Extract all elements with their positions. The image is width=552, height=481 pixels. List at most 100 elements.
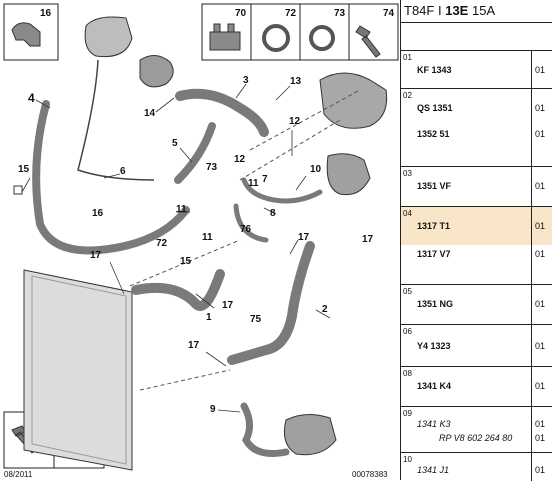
part-row-01[interactable]: 01 KF 1343 01 xyxy=(401,50,552,89)
callout-6[interactable]: 6 xyxy=(120,166,126,177)
hose-4 xyxy=(32,100,190,255)
header-code-1: T84F xyxy=(404,3,435,18)
hose-1 xyxy=(131,269,225,311)
footer-date: 08/2011 xyxy=(4,470,33,479)
part-ref: Y4 1323 xyxy=(417,341,451,351)
part-row-06[interactable]: 06 Y4 1323 01 xyxy=(401,324,552,367)
callout-73[interactable]: 72 xyxy=(156,238,168,249)
callout-16[interactable]: 15 xyxy=(18,164,30,175)
part-ref: 1341 K3 xyxy=(417,419,451,429)
hose-clamp-72-part xyxy=(262,24,290,52)
part-ref: 1351 VF xyxy=(417,181,452,191)
part-qty: 01 xyxy=(535,181,546,191)
pipe-7 xyxy=(241,177,323,204)
part-qty: 01 xyxy=(535,221,546,231)
header-code-3: 15A xyxy=(471,3,496,18)
part-ref: RP V8 602 264 80 xyxy=(439,433,513,443)
hose-9 xyxy=(240,402,290,457)
callout-11a[interactable]: 11 xyxy=(176,204,187,215)
callout-74[interactable]: 73 xyxy=(206,162,218,173)
header-sep: I xyxy=(437,3,442,18)
callout-2[interactable]: 2 xyxy=(322,304,328,315)
clip-70-part xyxy=(209,23,241,51)
part-row-10[interactable]: 10 1341 J1 01 xyxy=(401,452,552,481)
callout-5[interactable]: 5 xyxy=(172,138,178,149)
part-qty: 01 xyxy=(535,465,546,475)
hose-3 xyxy=(175,88,269,137)
hose-6 xyxy=(77,59,155,181)
callout-72d[interactable]: 17 xyxy=(188,340,200,351)
part-row-08[interactable]: 08 1341 K4 01 xyxy=(401,366,552,407)
part-qty: 01 xyxy=(535,65,546,75)
callout-17[interactable]: 17 xyxy=(298,232,310,243)
callout-12a[interactable]: 12 xyxy=(289,116,301,127)
box-70-label: 70 xyxy=(235,8,247,19)
leader-lines xyxy=(21,83,331,413)
part-row-02[interactable]: 02 QS 1351 01 1352 51 01 xyxy=(401,88,552,167)
footer-code: 00078383 xyxy=(352,470,388,479)
callout-3[interactable]: 3 xyxy=(243,75,249,86)
water-pump-part xyxy=(139,55,174,88)
exploded-parts-diagram: 16 70 72 73 74 75 76 xyxy=(3,3,399,479)
header-code-2: 13E xyxy=(445,3,469,18)
part-qty: 01 xyxy=(535,249,546,259)
callout-72b[interactable]: 17 xyxy=(90,250,102,261)
part-row-05[interactable]: 05 1351 NG 01 xyxy=(401,284,552,325)
callout-8[interactable]: 8 xyxy=(270,208,276,219)
part-ref: 1317 V7 xyxy=(417,249,451,259)
expansion-tank-part xyxy=(84,16,133,58)
callout-12b[interactable]: 12 xyxy=(234,154,246,165)
diagram-canvas: 16 70 72 73 74 75 76 xyxy=(3,3,399,479)
turbo-part xyxy=(319,72,388,129)
box-16-label: 16 xyxy=(40,8,52,19)
callout-14[interactable]: 14 xyxy=(144,108,156,119)
part-ref: 1352 51 xyxy=(417,129,450,139)
screw-74-part xyxy=(355,25,381,58)
ref-16-square xyxy=(13,185,23,195)
egr-cooler-part xyxy=(283,414,337,456)
callout-1[interactable]: 1 xyxy=(206,312,212,323)
part-row-03[interactable]: 03 1351 VF 01 xyxy=(401,166,552,207)
parts-list-panel: T84F I 13E 15A 01 KF 1343 01 02 QS 1351 … xyxy=(400,0,552,481)
callout-15[interactable]: 15 xyxy=(180,256,192,267)
dashed-guides xyxy=(129,89,361,391)
part-qty: 01 xyxy=(535,299,546,309)
callout-72a[interactable]: 17 xyxy=(362,234,374,245)
part-qty: 01 xyxy=(535,433,546,443)
callout-13[interactable]: 13 xyxy=(290,76,302,87)
part-ref: QS 1351 xyxy=(417,103,453,113)
part-qty: 01 xyxy=(535,103,546,113)
part-ref: 1351 NG xyxy=(417,299,454,309)
part-row-04[interactable]: 04 1317 T1 01 1317 V7 01 xyxy=(401,206,552,285)
hose-clamp-73-part xyxy=(309,25,335,51)
callout-11b[interactable]: 11 xyxy=(248,178,259,189)
callout-70[interactable]: 16 xyxy=(92,208,104,219)
part-ref: KF 1343 xyxy=(417,65,452,75)
callout-9[interactable]: 9 xyxy=(210,404,216,415)
thermostat-housing-part xyxy=(326,153,371,196)
callout-4[interactable]: 4 xyxy=(28,91,35,105)
radiator-part xyxy=(23,269,133,471)
part-row-09[interactable]: 09 1341 K3 01 RP V8 602 264 80 01 xyxy=(401,406,552,453)
part-qty: 01 xyxy=(535,381,546,391)
callout-76[interactable]: 76 xyxy=(240,224,252,235)
hose-2 xyxy=(227,241,315,365)
clip-part xyxy=(11,22,41,47)
panel-header: T84F I 13E 15A xyxy=(401,0,552,23)
part-qty: 01 xyxy=(535,419,546,429)
callout-10[interactable]: 10 xyxy=(310,164,322,175)
callout-71[interactable]: 11 xyxy=(202,232,213,243)
part-ref: 1341 K4 xyxy=(417,381,452,391)
row-highlight xyxy=(401,207,552,245)
part-qty: 01 xyxy=(535,129,546,139)
box-74-label: 74 xyxy=(383,8,395,19)
part-ref: 1341 J1 xyxy=(417,465,450,475)
part-qty: 01 xyxy=(535,341,546,351)
box-72-label: 72 xyxy=(285,8,297,19)
callout-72c[interactable]: 17 xyxy=(222,300,234,311)
callout-75[interactable]: 75 xyxy=(250,314,262,325)
box-73-label: 73 xyxy=(334,8,346,19)
hose-5 xyxy=(174,122,216,184)
pipe-8 xyxy=(233,203,269,243)
callout-7[interactable]: 7 xyxy=(262,174,268,185)
